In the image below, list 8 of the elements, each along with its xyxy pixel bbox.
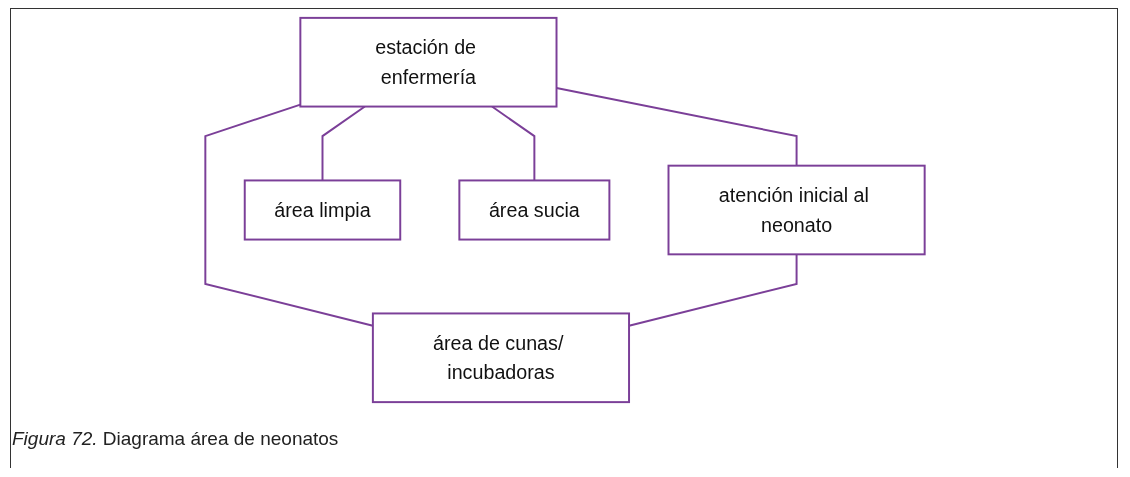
- node-box: área sucia: [458, 179, 611, 241]
- figure-caption: Figura 72. Diagrama área de neonatos: [12, 428, 339, 450]
- node-box: atención inicial al neonato: [667, 164, 926, 256]
- node-box: área limpia: [243, 179, 402, 241]
- connector: [321, 105, 366, 182]
- node-box: estación de enfermería: [299, 16, 558, 108]
- connector: [491, 105, 536, 182]
- node-box: área de cunas/ incubadoras: [371, 312, 631, 404]
